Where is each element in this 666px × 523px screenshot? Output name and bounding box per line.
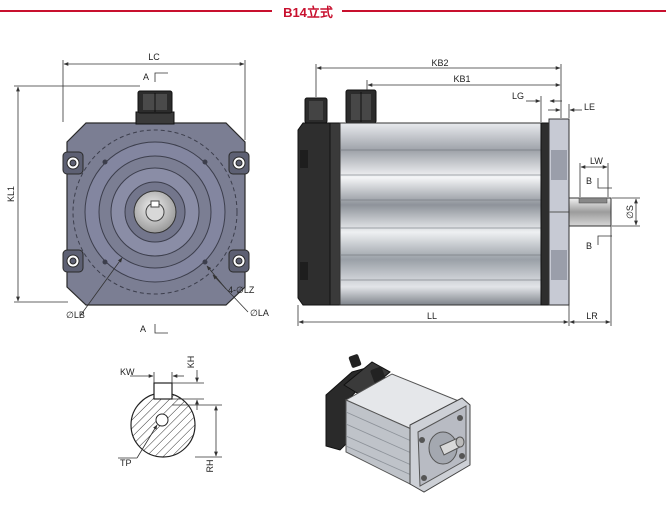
- dim-lr-label: LR: [586, 311, 598, 321]
- dim-lw-label: LW: [590, 156, 603, 166]
- section-b-bottom-label: B: [586, 241, 592, 251]
- dim-tp-label: TP: [120, 458, 132, 468]
- side-cable-glands: [304, 89, 377, 124]
- shaft-section: KW KH RH TP: [118, 356, 222, 473]
- section-a-bottom-label: A: [140, 324, 146, 334]
- title-bar: B14立式: [0, 0, 666, 22]
- dim-la-label: ∅LA: [250, 308, 269, 318]
- dim-lb-label: ∅LB: [66, 310, 85, 320]
- dim-kw-label: KW: [120, 367, 135, 377]
- title-rule-right: [342, 10, 666, 12]
- front-bolt-holes: [102, 159, 208, 265]
- front-view: LC KL1 A A ∅LB 4-∅LZ ∅LA: [6, 52, 269, 334]
- dim-ll-label: LL: [427, 311, 437, 321]
- dim-kh-label: KH: [186, 356, 196, 369]
- section-b-top-label: B: [586, 176, 592, 186]
- dim-kb1-label: KB1: [453, 74, 470, 84]
- front-mount-holes: [62, 151, 250, 273]
- title-rule-left: [0, 10, 272, 12]
- dim-kl1-label: KL1: [6, 186, 16, 202]
- section-a-top-label: A: [143, 72, 149, 82]
- dim-kb2-label: KB2: [431, 58, 448, 68]
- shaft-tapped-hole: [155, 413, 169, 427]
- front-cable-gland: [135, 90, 175, 125]
- dim-lz-label: 4-∅LZ: [228, 285, 255, 295]
- shaft-key: [153, 382, 173, 400]
- dim-rh-label: RH: [205, 460, 215, 473]
- dim-lc-label: LC: [148, 52, 160, 62]
- dim-lg-label: LG: [512, 91, 524, 101]
- dim-le-label: LE: [584, 102, 595, 112]
- side-motor-body: [339, 122, 542, 306]
- dim-s-label: ∅S: [625, 205, 635, 219]
- side-view: KB2 KB1 LG LE LW B B: [297, 58, 640, 326]
- motor-3d-render: [325, 354, 471, 493]
- page-title: B14立式: [283, 5, 333, 20]
